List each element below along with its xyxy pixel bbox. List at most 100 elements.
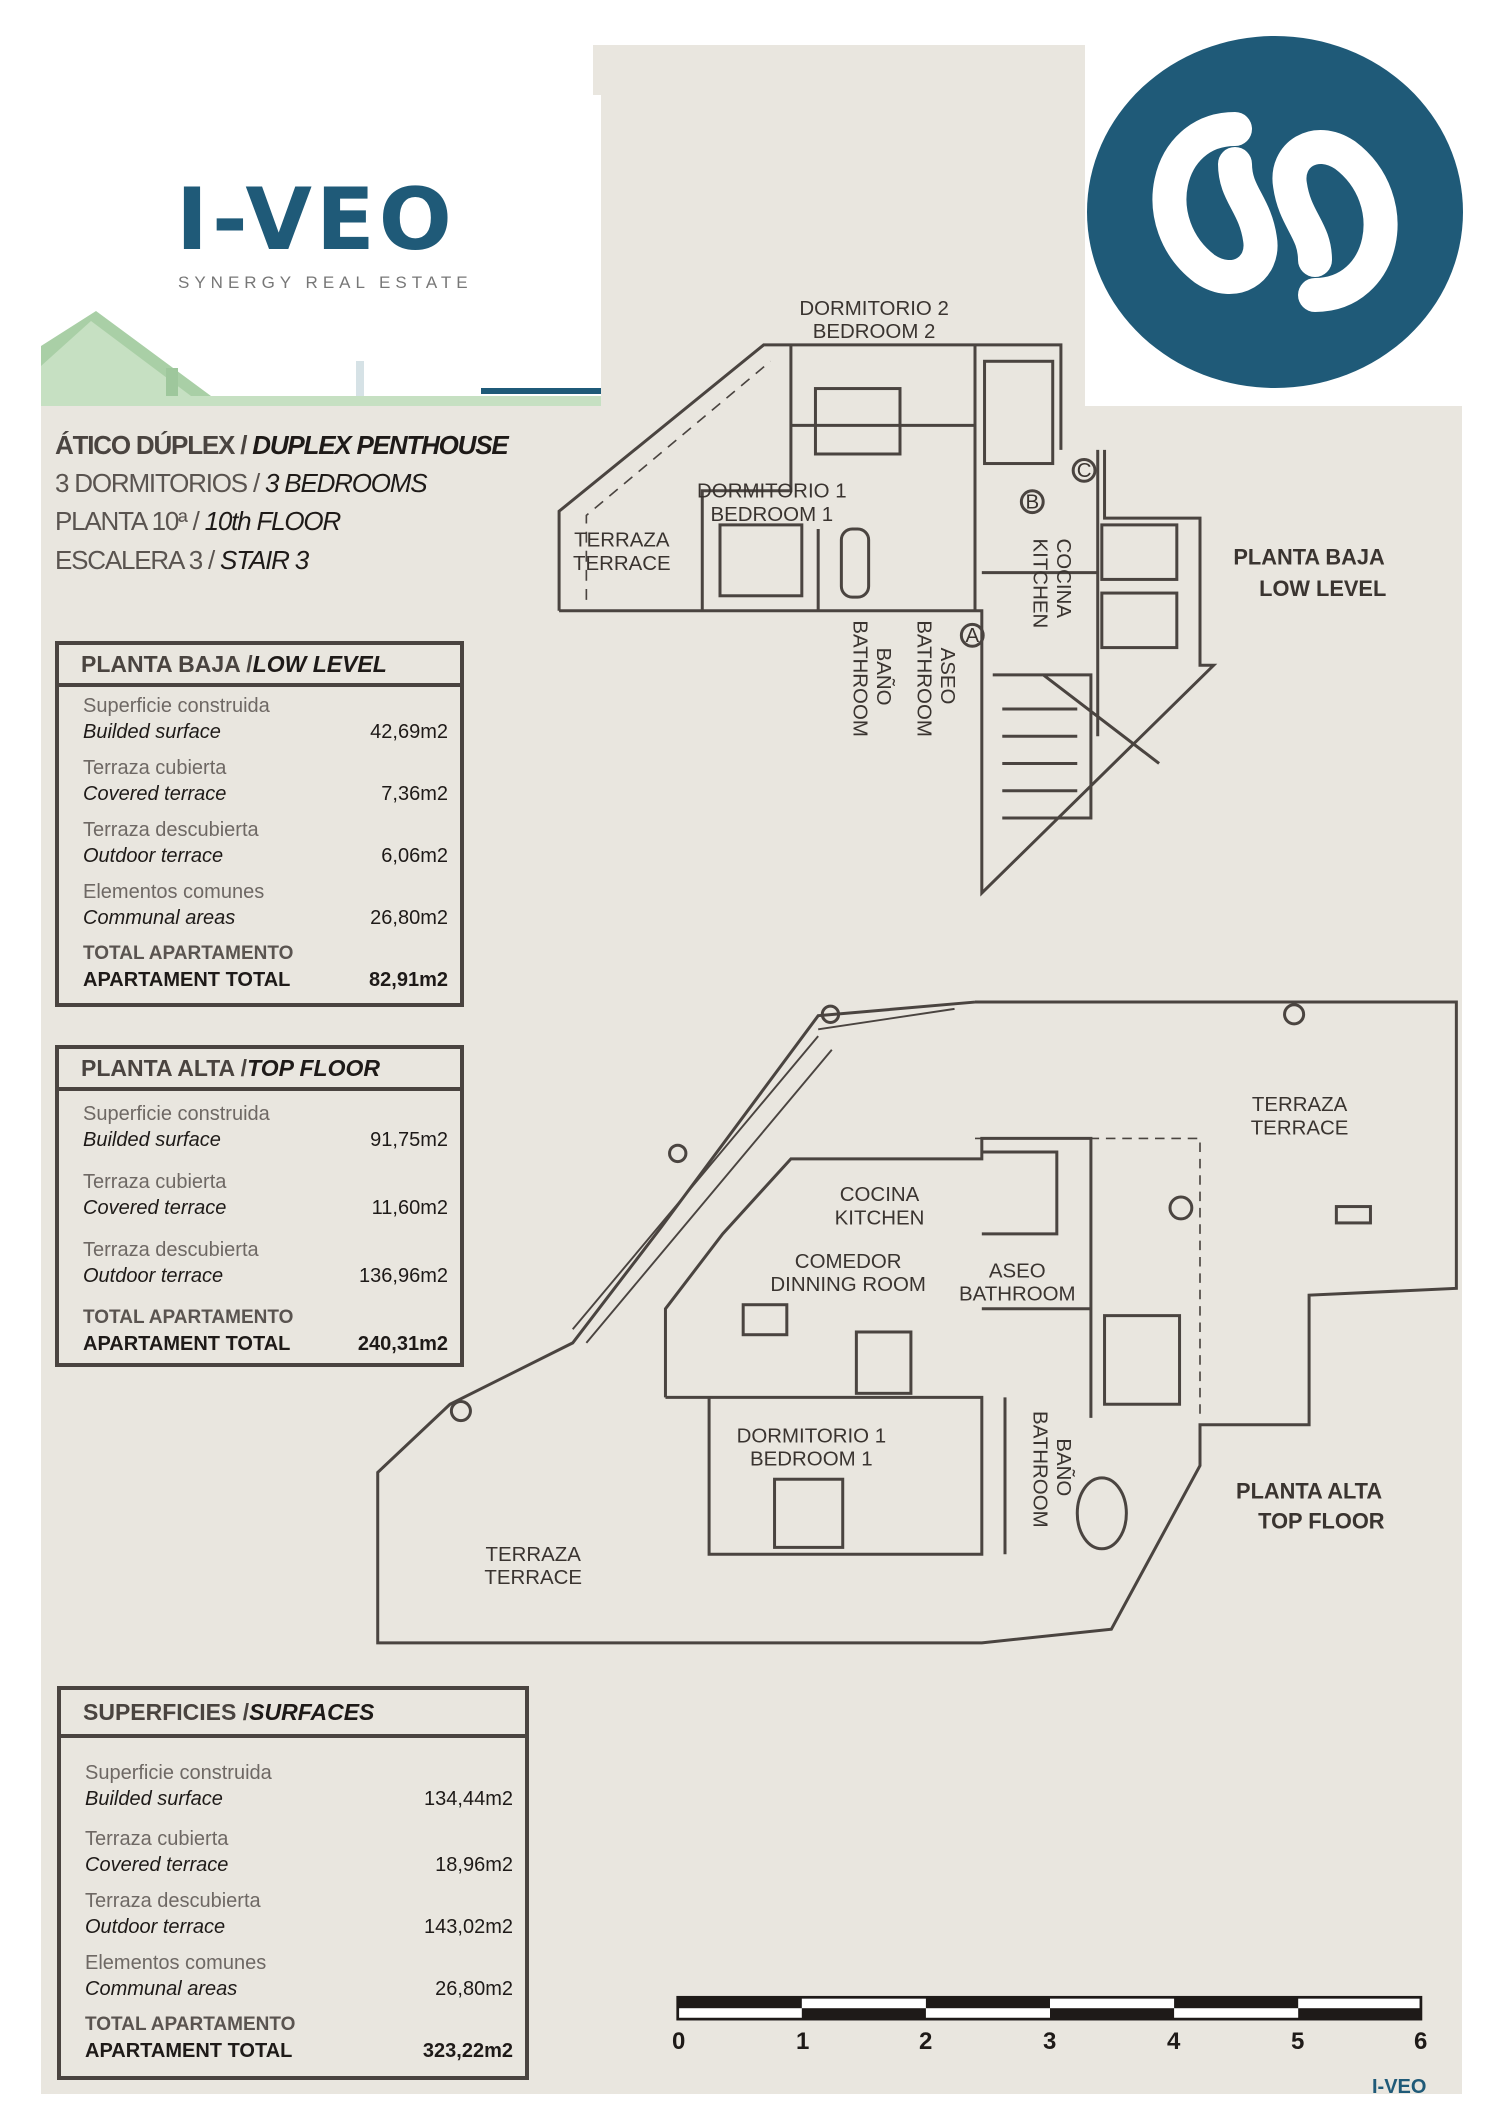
row-label-en: Builded surface [85,1788,223,1810]
row-value: 82,91m2 [369,969,448,991]
row-label-es: Elementos comunes [83,881,265,903]
row-label-en: Communal areas [83,907,236,929]
scale-label: 6 [1414,2028,1428,2055]
row-label-es: Terraza cubierta [83,1171,227,1193]
brand-logo-wordmark: I-VEO [176,170,456,270]
row-label-es: TOTAL APARTAMENTO [85,2014,296,2035]
room-label: TERRACE [484,1566,582,1589]
room-label: COCINA [1052,539,1075,619]
table-header: SUPERFICIES / SURFACES [61,1690,525,1738]
room-label: DORMITORIO 1 [697,480,847,503]
row-label-es: Terraza cubierta [85,1828,229,1850]
room-label: BATHROOM [913,620,936,737]
row-value: 240,31m2 [357,1333,448,1355]
scale-label: 3 [1043,2028,1057,2055]
room-label: KITCHEN [835,1206,925,1229]
scale-label: 5 [1291,2028,1305,2055]
row-value: 42,69m2 [370,721,448,743]
property-type: ÁTICO DÚPLEX / DUPLEX PENTHOUSE [55,430,509,460]
row-label-es: Terraza cubierta [83,757,227,779]
room-label: TERRAZA [574,529,670,552]
row-label-es: TOTAL APARTAMENTO [83,943,294,964]
room-label: TERRAZA [1252,1093,1348,1116]
level-label: LOW LEVEL [1259,576,1386,601]
row-label-en: Covered terrace [85,1854,229,1876]
row-label-es: Elementos comunes [85,1952,267,1974]
row-value: 323,22m2 [422,2040,513,2062]
scale-bar [676,1995,1423,2021]
stair-number: ESCALERA 3 / STAIR 3 [55,545,309,575]
room-label: COCINA [840,1183,920,1206]
row-label-en: Communal areas [85,1978,238,2000]
row-label-en: Covered terrace [83,783,227,805]
brand-emblem-icon [1087,36,1463,388]
scale-label: 4 [1167,2028,1181,2055]
row-label-en: Covered terrace [83,1197,227,1219]
row-label-es: Superficie construida [83,695,270,717]
row-label-es: Terraza descubierta [85,1890,261,1912]
room-label: BEDROOM 2 [813,320,936,343]
row-value: 143,02m2 [424,1916,513,1938]
row-label-es: Superficie construida [85,1762,272,1784]
room-label: KITCHEN [1029,539,1052,629]
row-value: 26,80m2 [435,1978,513,2000]
room-label: BATHROOM [849,620,872,737]
page-background-top [593,45,1085,415]
room-label: ASEO [936,648,959,705]
total-surface-table: SUPERFICIES / SURFACES Superficie constr… [57,1686,529,2080]
row-value: 11,60m2 [371,1197,448,1219]
room-label: COMEDOR [795,1250,902,1273]
low-level-labels: DORMITORIO 2 BEDROOM 2 DORMITORIO 1 BEDR… [573,297,1386,737]
row-label-en: Outdoor terrace [83,1265,224,1287]
level-label: PLANTA ALTA [1236,1478,1382,1503]
room-label: DORMITORIO 1 [737,1424,887,1447]
row-label-en: APARTAMENT TOTAL [83,1333,291,1355]
row-value: 18,96m2 [435,1854,513,1876]
room-label: TERRAZA [485,1543,581,1566]
low-level-surface-table: PLANTA BAJA / LOW LEVEL Superficie const… [55,641,464,1007]
row-value: 91,75m2 [370,1129,448,1151]
room-label: BAÑO [872,648,896,706]
scale-label: 1 [796,2028,810,2055]
row-label-es: Terraza descubierta [83,819,259,841]
row-label-en: Builded surface [83,1129,221,1151]
top-floor-labels: TERRAZA TERRACE COCINA KITCHEN COMEDOR D… [484,1093,1384,1589]
row-value: 134,44m2 [424,1788,513,1810]
floor-number: PLANTA 10ª / 10th FLOOR [55,506,341,536]
table-header: PLANTA BAJA / LOW LEVEL [59,645,460,687]
row-label-es: Superficie construida [83,1103,270,1125]
brand-banner: I-VEO SYNERGY REAL ESTATE [41,95,601,406]
door-marker: A [965,624,979,647]
row-value: 26,80m2 [370,907,448,929]
row-label-en: Builded surface [83,721,221,743]
table-total-row: TOTAL APARTAMENTO APARTAMENT TOTAL 323,22m… [85,2012,513,2064]
top-floor-surface-table: PLANTA ALTA / TOP FLOOR Superficie const… [55,1045,464,1367]
row-value: 7,36m2 [381,783,448,805]
room-label: TERRACE [573,552,671,575]
room-label: BEDROOM 1 [750,1448,873,1471]
scale-label: 0 [672,2028,686,2055]
room-label: ASEO [989,1259,1046,1282]
row-label-en: Outdoor terrace [85,1916,226,1938]
row-label-en: Outdoor terrace [83,845,224,867]
row-label-en: APARTAMENT TOTAL [85,2040,293,2062]
row-value: 6,06m2 [381,845,448,867]
row-label-es: Terraza descubierta [83,1239,259,1261]
door-marker: B [1025,491,1039,514]
room-label: BATHROOM [959,1283,1076,1306]
top-floor-plan [376,1000,1458,1645]
room-label: TERRACE [1251,1116,1349,1139]
